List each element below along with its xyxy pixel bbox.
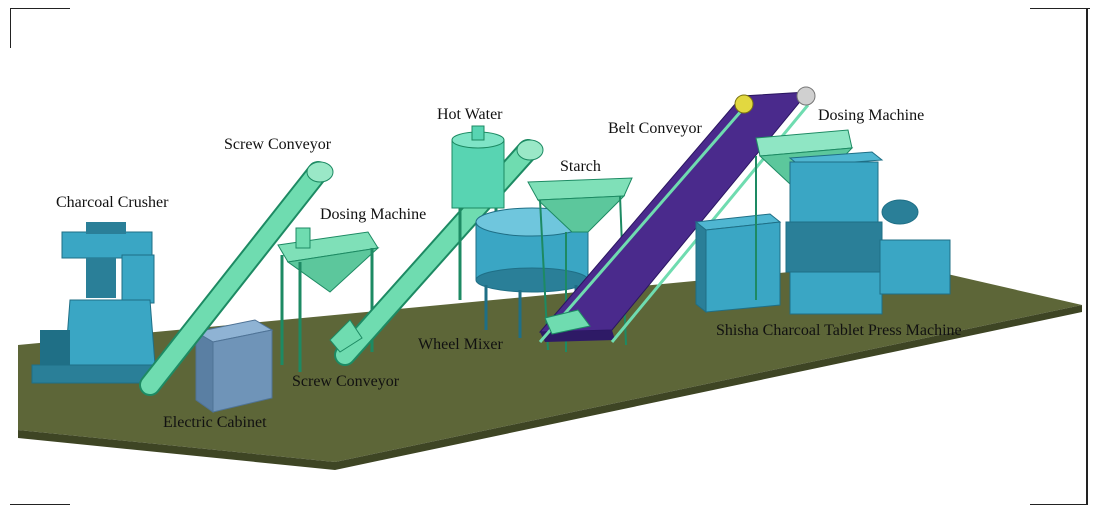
hot-water-tank (451, 125, 505, 300)
electric-cabinet (194, 319, 274, 413)
label-screw-conveyor-1: Screw Conveyor (224, 136, 332, 153)
label-starch: Starch (560, 158, 601, 175)
label-dosing-machine-2: Dosing Machine (818, 107, 925, 124)
label-screw-conveyor-2: Screw Conveyor (292, 373, 400, 390)
label-shisha-press: Shisha Charcoal Tablet Press Machine (716, 322, 962, 339)
charcoal-crusher (31, 222, 163, 384)
screw-conveyor-1 (139, 161, 334, 396)
label-charcoal-crusher: Charcoal Crusher (56, 194, 169, 211)
label-dosing-machine-1: Dosing Machine (320, 206, 427, 223)
frame-right (1086, 8, 1088, 505)
dosing-machine-1 (277, 227, 380, 372)
frame-bottom-left (10, 504, 70, 505)
label-wheel-mixer: Wheel Mixer (418, 336, 503, 353)
frame-top-left (10, 8, 70, 9)
label-hot-water: Hot Water (437, 106, 503, 123)
tablet-press-machine (694, 151, 951, 315)
label-belt-conveyor: Belt Conveyor (608, 120, 702, 137)
frame-left (10, 8, 11, 48)
frame-bottom-right (1030, 504, 1088, 505)
label-electric-cabinet: Electric Cabinet (163, 414, 267, 431)
frame-top-right (1030, 8, 1090, 9)
